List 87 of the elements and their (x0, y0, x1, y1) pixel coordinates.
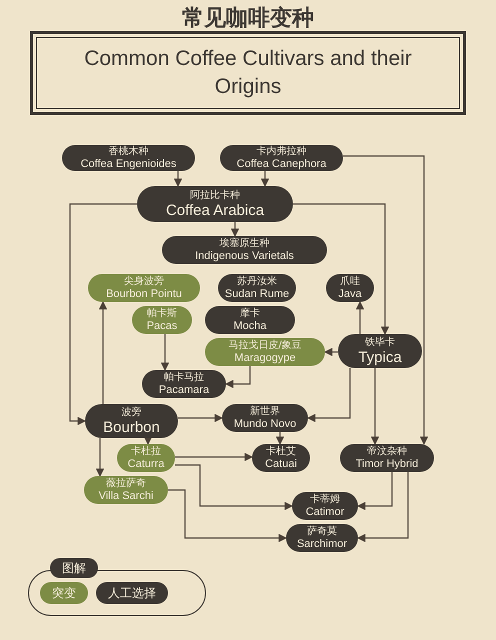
chinese-name: 马拉戈日皮/象豆 (228, 340, 302, 352)
arrow (230, 222, 240, 238)
latin-name: Bourbon (103, 418, 160, 436)
chinese-name: 萨奇莫 (307, 526, 337, 538)
arrow (175, 464, 294, 510)
latin-name: Mocha (233, 320, 267, 332)
arrow (324, 348, 338, 356)
arrow (144, 436, 152, 446)
latin-name: Coffea Canephora (236, 158, 326, 170)
arrow (356, 472, 409, 542)
legend-chip: 人工选择 (96, 582, 168, 604)
arrow (224, 366, 251, 388)
latin-name: Indigenous Varietals (195, 250, 294, 262)
arrow (370, 368, 380, 446)
latin-name: Villa Sarchi (98, 490, 154, 502)
page-title: 常见咖啡变种 (181, 4, 315, 33)
latin-name: Bourbon Pointu (106, 288, 182, 300)
arrow (276, 432, 284, 446)
arrow (96, 438, 104, 478)
chinese-name: 卡杜拉 (131, 446, 161, 458)
arrow (175, 452, 254, 462)
latin-name: Coffea Engenioides (80, 158, 176, 170)
chinese-name: 卡蒂姆 (310, 494, 340, 506)
latin-name: Sudan Rume (224, 288, 290, 300)
arrow (260, 171, 270, 188)
latin-name: Catuai (265, 458, 297, 470)
chinese-name: 铁毕卡 (365, 336, 395, 348)
cultivar-pill (85, 404, 178, 438)
mutation-pill (88, 274, 200, 302)
cultivar-pill (62, 145, 195, 171)
latin-name: Catimor (306, 506, 344, 518)
chinese-name: 埃塞原生种 (220, 238, 270, 250)
cultivar-pill (205, 306, 295, 334)
legend-title: 图解 (50, 558, 98, 578)
cultivar-pill (162, 236, 327, 264)
chinese-name: 苏丹汝米 (237, 276, 277, 288)
latin-name: Java (338, 288, 362, 300)
chinese-name: 新世界 (250, 406, 280, 418)
cultivar-pill (286, 524, 358, 552)
latin-name: Typica (358, 348, 402, 366)
latin-name: Pacas (146, 320, 178, 332)
chinese-name: 帕卡马拉 (164, 372, 204, 384)
chinese-name: 卡内弗拉种 (256, 146, 306, 158)
cultivar-pill (326, 274, 374, 302)
cultivar-pill (142, 370, 226, 398)
cultivar-pill (137, 186, 293, 222)
cultivar-pill (292, 492, 358, 520)
chinese-name: 薇拉萨奇 (106, 478, 146, 490)
latin-name: Timor Hybrid (356, 458, 418, 470)
chinese-name: 帕卡斯 (147, 308, 177, 320)
chinese-name: 帝汶杂种 (367, 446, 407, 458)
chinese-name: 爪哇 (340, 276, 360, 288)
cultivar-pill (218, 274, 296, 302)
cultivar-pill (220, 145, 343, 171)
arrow (174, 171, 182, 188)
chinese-name: 波旁 (122, 406, 142, 418)
mutation-pill (84, 476, 168, 504)
arrow (178, 414, 224, 422)
mutation-pill (117, 444, 175, 472)
arrow (69, 203, 137, 426)
latin-name: Pacamara (158, 384, 210, 396)
chinese-name: 尖身波旁 (124, 276, 164, 288)
cultivar-pill (252, 444, 310, 472)
chinese-name: 卡杜艾 (266, 446, 296, 458)
latin-name: Coffea Arabica (166, 202, 264, 218)
latin-name: Caturra (128, 458, 164, 470)
latin-name: Mundo Novo (234, 418, 296, 430)
cultivar-pill (338, 334, 422, 368)
arrow (160, 334, 170, 372)
arrow (168, 489, 288, 542)
cultivar-pill (222, 404, 308, 432)
latin-name: Sarchimor (296, 538, 348, 550)
chinese-name: 摩卡 (240, 308, 260, 320)
latin-name: Maragogype (234, 352, 296, 364)
chinese-name: 香桃木种 (108, 146, 148, 158)
arrow (343, 155, 428, 446)
heading-text: Common Coffee Cultivars and their Origins (83, 46, 413, 100)
mutation-pill (132, 306, 192, 334)
chinese-name: 阿拉比卡种 (190, 190, 240, 202)
arrow (306, 368, 351, 422)
arrow (293, 203, 390, 336)
legend-chip: 突变 (40, 582, 88, 604)
arrow (98, 300, 108, 404)
arrow (356, 300, 364, 334)
cultivar-pill (340, 444, 434, 472)
arrow (356, 472, 393, 510)
mutation-pill (205, 338, 325, 366)
